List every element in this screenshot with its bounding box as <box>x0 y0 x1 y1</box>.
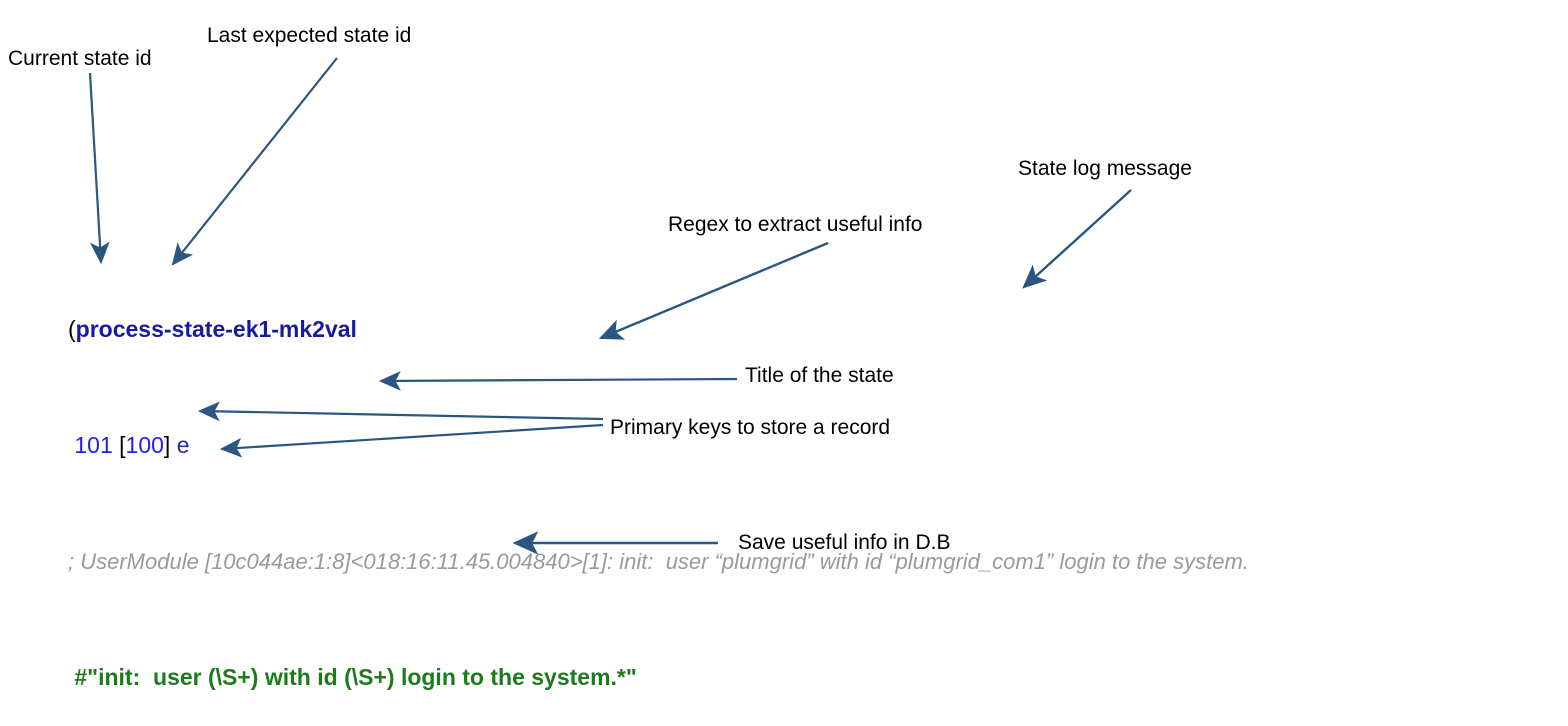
bracket-close: ] <box>163 432 171 458</box>
code-line-log-comment: ; UserModule [10c044ae:1:8]<018:16:11.45… <box>68 549 1249 574</box>
annotation-current-state-id: Current state id <box>8 47 152 70</box>
annotation-primary-keys-to-store-a-record: Primary keys to store a record <box>610 416 891 439</box>
state-name: process-state-ek1-mk2val <box>75 316 357 342</box>
code-line-regex: #"init: user (\S+) with id (\S+) login t… <box>68 663 1249 692</box>
code-line-state-header: (process-state-ek1-mk2val <box>68 315 1249 344</box>
bracket-open: [ <box>119 432 126 458</box>
annotation-save-useful-info-in-db: Save useful info in D.B <box>738 531 951 554</box>
regex-literal: #"init: user (\S+) with id (\S+) login t… <box>74 664 637 690</box>
current-state-id-value: 101 <box>74 432 113 458</box>
code-line-state-ids: 101 [100] e <box>68 431 1249 460</box>
event-flag: e <box>176 432 190 458</box>
annotation-regex-to-extract-useful-info: Regex to extract useful info <box>668 213 923 236</box>
annotation-state-log-message: State log message <box>1018 157 1192 180</box>
last-expected-state-id-value: 100 <box>125 432 164 458</box>
code-block: (process-state-ek1-mk2val 101 [100] e ; … <box>68 228 1249 726</box>
open-paren: ( <box>68 316 76 342</box>
annotation-title-of-the-state: Title of the state <box>745 364 894 387</box>
annotation-last-expected-state-id: Last expected state id <box>207 24 412 47</box>
